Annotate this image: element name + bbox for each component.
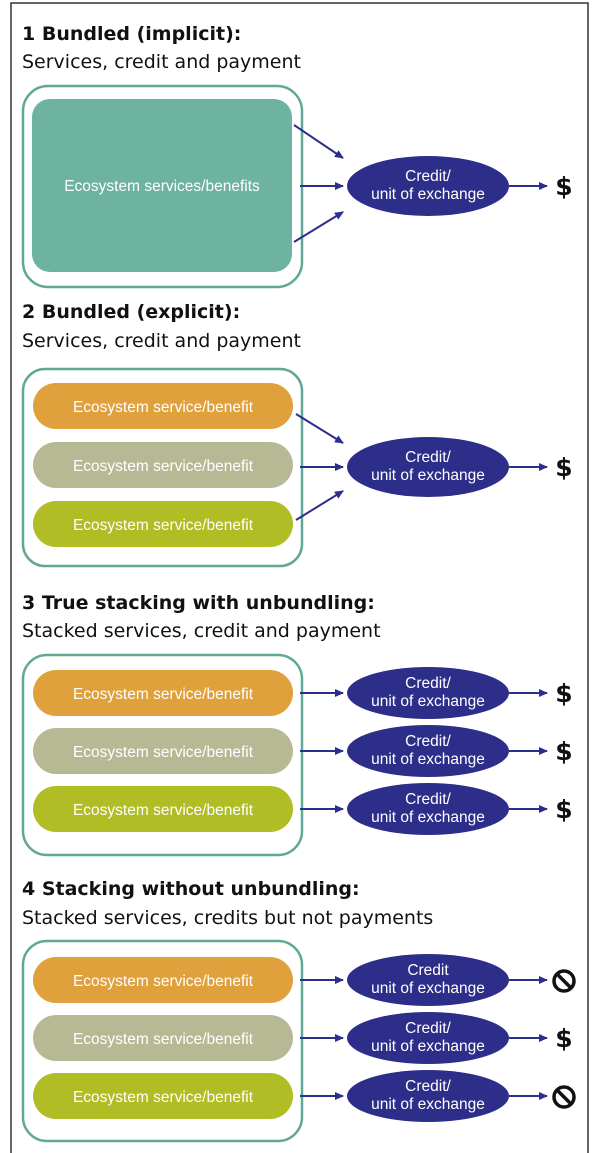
credit-label-line1: Credit <box>407 962 449 979</box>
credit-label-line2: unit of exchange <box>371 1096 485 1113</box>
connector-arrow <box>295 490 344 521</box>
panel-1: 1 Bundled (implicit): Services, credit a… <box>21 23 573 289</box>
panel-4-title: 4 Stacking without unbundling: <box>22 878 360 900</box>
credit-label-line2: unit of exchange <box>371 467 485 484</box>
service-box-lime <box>33 786 293 832</box>
service-label: Ecosystem service/benefit <box>73 399 254 416</box>
outer-frame <box>10 2 589 1153</box>
service-box-orange <box>33 670 293 716</box>
panel-2: 2 Bundled (explicit): Services, credit a… <box>21 301 573 568</box>
credit-label-line1: Credit/ <box>405 168 451 185</box>
credit-label-line2: unit of exchange <box>371 980 485 997</box>
dollar-icon: $ <box>555 172 572 201</box>
panel-2-subtitle: Services, credit and payment <box>22 330 301 352</box>
credit-ellipse <box>347 954 509 1006</box>
dollar-icon: $ <box>555 1024 572 1053</box>
service-label: Ecosystem service/benefit <box>73 517 254 534</box>
credit-ellipse <box>347 1012 509 1064</box>
credit-label-line1: Credit/ <box>405 733 451 750</box>
service-box-grey <box>33 728 293 774</box>
credit-ellipse <box>347 156 509 216</box>
panel-3: 3 True stacking with unbundling: Stacked… <box>21 592 573 857</box>
credit-ellipse <box>347 1070 509 1122</box>
credit-label-line1: Credit/ <box>405 449 451 466</box>
credit-label-line2: unit of exchange <box>371 1038 485 1055</box>
credit-ellipse <box>347 725 509 777</box>
dollar-icon: $ <box>555 795 572 824</box>
dollar-icon: $ <box>555 679 572 708</box>
panel-3-subtitle: Stacked services, credit and payment <box>22 620 381 642</box>
credit-ellipse <box>347 437 509 497</box>
credit-label-line1: Credit/ <box>405 1078 451 1095</box>
credit-label-line2: unit of exchange <box>371 809 485 826</box>
panel-2-title: 2 Bundled (explicit): <box>22 301 240 323</box>
service-box-grey <box>33 1015 293 1061</box>
prohibited-icon <box>552 969 576 993</box>
service-label: Ecosystem service/benefit <box>73 973 254 990</box>
credit-label-line1: Credit/ <box>405 675 451 692</box>
panel-3-title: 3 True stacking with unbundling: <box>22 592 375 614</box>
panel-4-subtitle: Stacked services, credits but not paymen… <box>22 907 433 929</box>
panel-4: 4 Stacking without unbundling: Stacked s… <box>21 878 576 1143</box>
prohibited-icon <box>552 1085 576 1109</box>
credit-label-line2: unit of exchange <box>371 186 485 203</box>
service-label: Ecosystem service/benefit <box>73 1089 254 1106</box>
credit-label-line2: unit of exchange <box>371 751 485 768</box>
bundled-services-box <box>32 99 292 272</box>
bundled-services-label: Ecosystem services/benefits <box>64 178 260 195</box>
connector-arrow <box>293 124 344 159</box>
service-label: Ecosystem service/benefit <box>73 744 254 761</box>
service-label: Ecosystem service/benefit <box>73 1031 254 1048</box>
service-box-lime <box>33 1073 293 1119</box>
panel-1-title: 1 Bundled (implicit): <box>22 23 241 45</box>
dollar-icon: $ <box>555 737 572 766</box>
credit-label-line2: unit of exchange <box>371 693 485 710</box>
service-label: Ecosystem service/benefit <box>73 686 254 703</box>
credit-ellipse <box>347 783 509 835</box>
panel-3-group-border <box>21 653 304 857</box>
dollar-icon: $ <box>555 453 572 482</box>
service-box-orange <box>33 383 293 429</box>
service-label: Ecosystem service/benefit <box>73 802 254 819</box>
credit-label-line1: Credit/ <box>405 1020 451 1037</box>
credit-label-line1: Credit/ <box>405 791 451 808</box>
credit-ellipse <box>347 667 509 719</box>
service-label: Ecosystem service/benefit <box>73 458 254 475</box>
panel-4-group-border <box>21 939 304 1143</box>
connector-arrow <box>295 413 344 444</box>
connector-arrow <box>293 211 344 243</box>
service-box-lime <box>33 501 293 547</box>
service-box-grey <box>33 442 293 488</box>
service-box-orange <box>33 957 293 1003</box>
panel-1-subtitle: Services, credit and payment <box>22 51 301 73</box>
